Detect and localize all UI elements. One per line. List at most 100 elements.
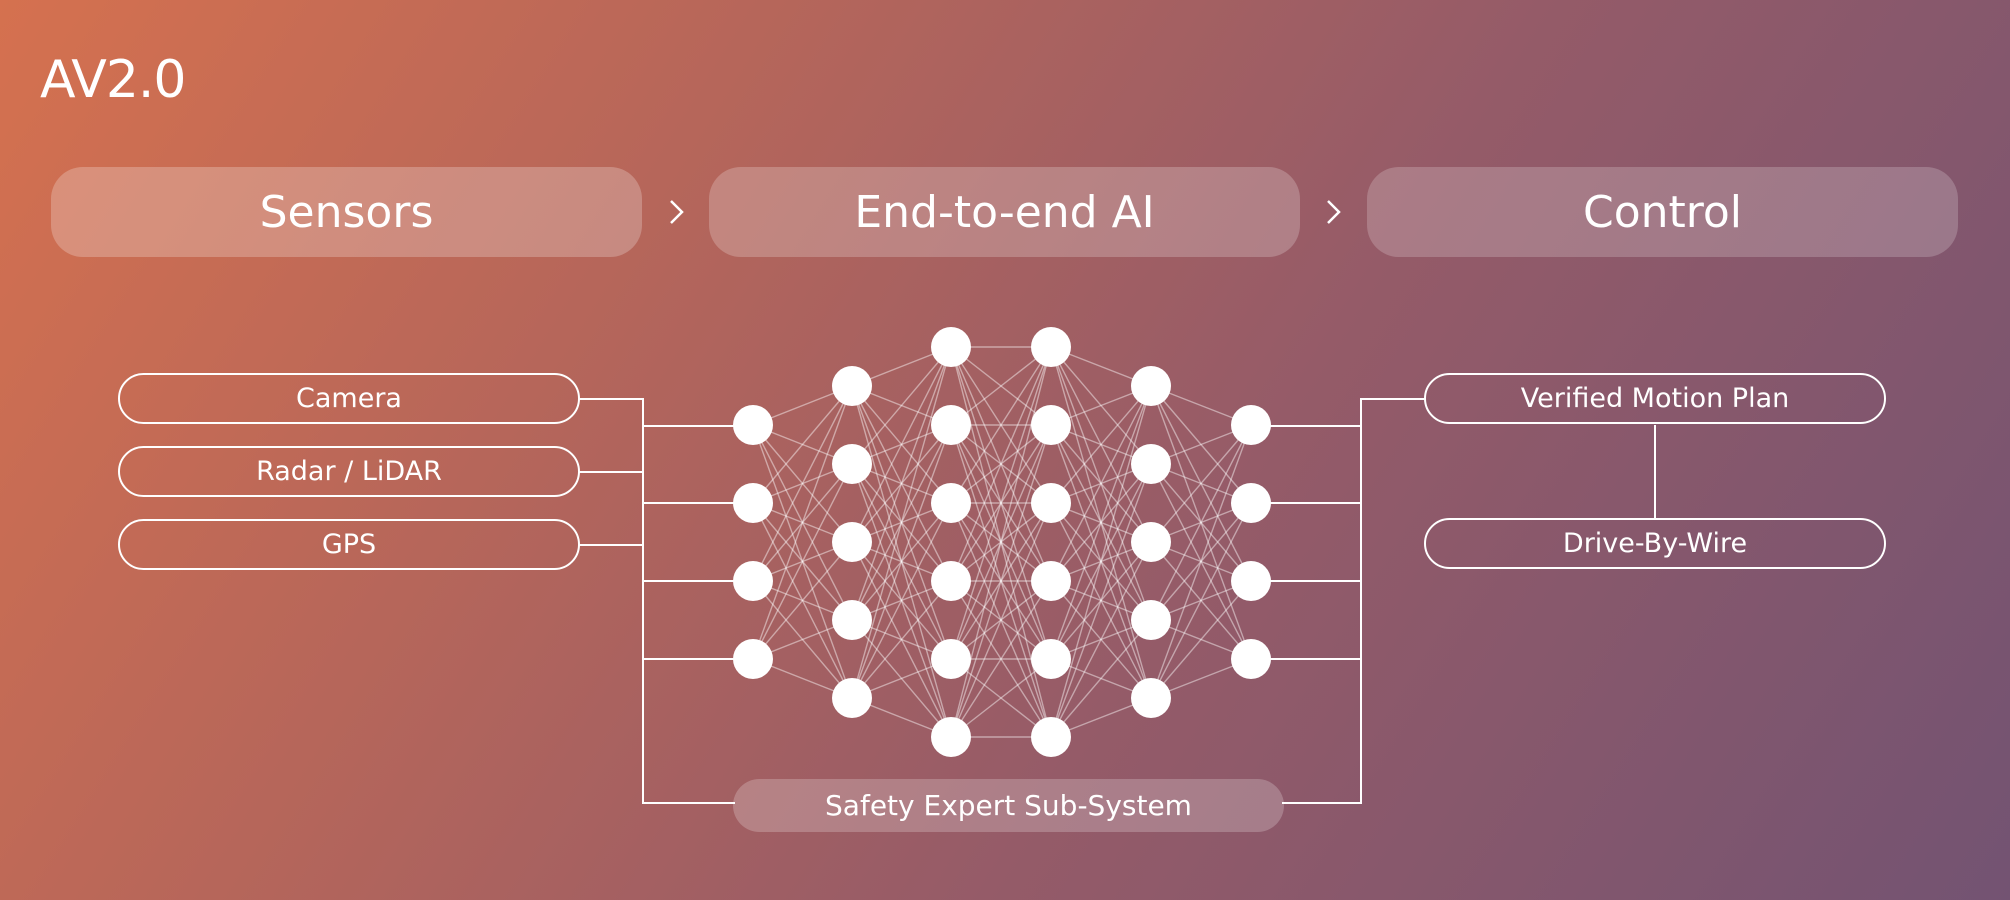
network-edge: [950, 424, 1052, 738]
network-edge: [1050, 424, 1152, 543]
network-edge: [1050, 385, 1152, 582]
network-edge: [851, 385, 952, 504]
network-edge: [851, 346, 952, 621]
network-edge: [950, 658, 1052, 738]
network-edge: [950, 658, 1052, 738]
network-edge: [752, 424, 853, 699]
network-edge: [752, 424, 853, 621]
network-edge: [950, 346, 1052, 738]
network-edge: [851, 424, 952, 621]
network-edge: [1050, 580, 1152, 699]
network-edge: [1150, 463, 1252, 582]
network-edge: [1150, 385, 1252, 582]
network-edge: [950, 502, 1052, 582]
network-edges: [752, 346, 1252, 738]
network-edge: [950, 346, 1052, 660]
network-edge: [1150, 463, 1252, 660]
network-edge: [1150, 424, 1252, 699]
network-edge: [1150, 385, 1252, 660]
network-edge: [950, 346, 1052, 426]
output-connector: [1282, 398, 1425, 804]
network-edge: [950, 424, 1052, 582]
network-edge: [1050, 502, 1152, 699]
network-edge: [851, 463, 952, 738]
network-edge: [1150, 502, 1252, 699]
network-node: [931, 639, 971, 679]
network-edge: [950, 424, 1052, 582]
network-node: [1231, 639, 1271, 679]
network-edge: [950, 580, 1052, 738]
network-node: [1131, 600, 1171, 640]
input-camera: Camera: [118, 373, 580, 424]
stage-end-to-end-ai: End-to-end AI: [709, 167, 1300, 257]
network-edge: [851, 541, 952, 660]
network-edge: [752, 424, 853, 543]
network-node: [1031, 561, 1071, 601]
network-node: [832, 522, 872, 562]
diagram-title: AV2.0: [40, 50, 187, 110]
network-edge: [752, 463, 853, 582]
network-edge: [950, 424, 1052, 660]
output-drive-by-wire: Drive-By-Wire: [1424, 518, 1886, 569]
stage-sensors: Sensors: [51, 167, 642, 257]
network-node: [1031, 327, 1071, 367]
network-edge: [1050, 541, 1152, 660]
network-node: [1031, 639, 1071, 679]
network-edge: [1050, 463, 1152, 738]
network-edge: [1050, 619, 1152, 738]
network-edge: [851, 463, 952, 582]
network-node: [1031, 483, 1071, 523]
network-edge: [1050, 346, 1152, 465]
network-edge: [851, 346, 952, 699]
network-node: [733, 405, 773, 445]
network-edge: [1150, 580, 1252, 699]
network-edge: [950, 580, 1052, 738]
network-edge: [851, 463, 952, 660]
network-node: [1031, 717, 1071, 757]
network-node: [931, 561, 971, 601]
network-edge: [851, 424, 952, 543]
network-edge: [851, 541, 952, 738]
network-node: [931, 405, 971, 445]
network-node: [931, 483, 971, 523]
network-edge: [752, 385, 853, 504]
network-nodes: [733, 327, 1271, 757]
network-edge: [851, 346, 952, 543]
network-edge: [950, 346, 1052, 582]
network-edge: [950, 346, 1052, 738]
network-edge: [950, 346, 1052, 660]
network-edge: [1150, 502, 1252, 621]
network-edge: [851, 346, 952, 465]
network-edge: [950, 346, 1052, 426]
network-edge: [1050, 424, 1152, 621]
network-node: [931, 327, 971, 367]
safety-expert-subsystem: Safety Expert Sub-System: [733, 779, 1284, 832]
network-edge: [851, 502, 952, 699]
network-edge: [950, 424, 1052, 738]
network-edge: [752, 502, 853, 699]
network-edge: [1150, 424, 1252, 543]
network-node: [1231, 561, 1271, 601]
network-edge: [851, 502, 952, 621]
network-edge: [851, 580, 952, 699]
network-edge: [851, 619, 952, 738]
network-edge: [851, 385, 952, 582]
input-connector: [579, 398, 735, 804]
network-node: [1231, 405, 1271, 445]
network-node: [733, 561, 773, 601]
network-edge: [950, 502, 1052, 582]
network-edge: [1150, 424, 1252, 621]
input-radar-lidar: Radar / LiDAR: [118, 446, 580, 497]
network-node: [1131, 522, 1171, 562]
network-node: [832, 444, 872, 484]
network-edge: [950, 502, 1052, 660]
network-node: [931, 717, 971, 757]
network-edge: [950, 346, 1052, 504]
network-edge: [1050, 385, 1152, 660]
network-node: [832, 366, 872, 406]
stage-control: Control: [1367, 167, 1958, 257]
network-edge: [1050, 463, 1152, 582]
output-verified-motion-plan: Verified Motion Plan: [1424, 373, 1886, 424]
network-edge: [1050, 463, 1152, 660]
